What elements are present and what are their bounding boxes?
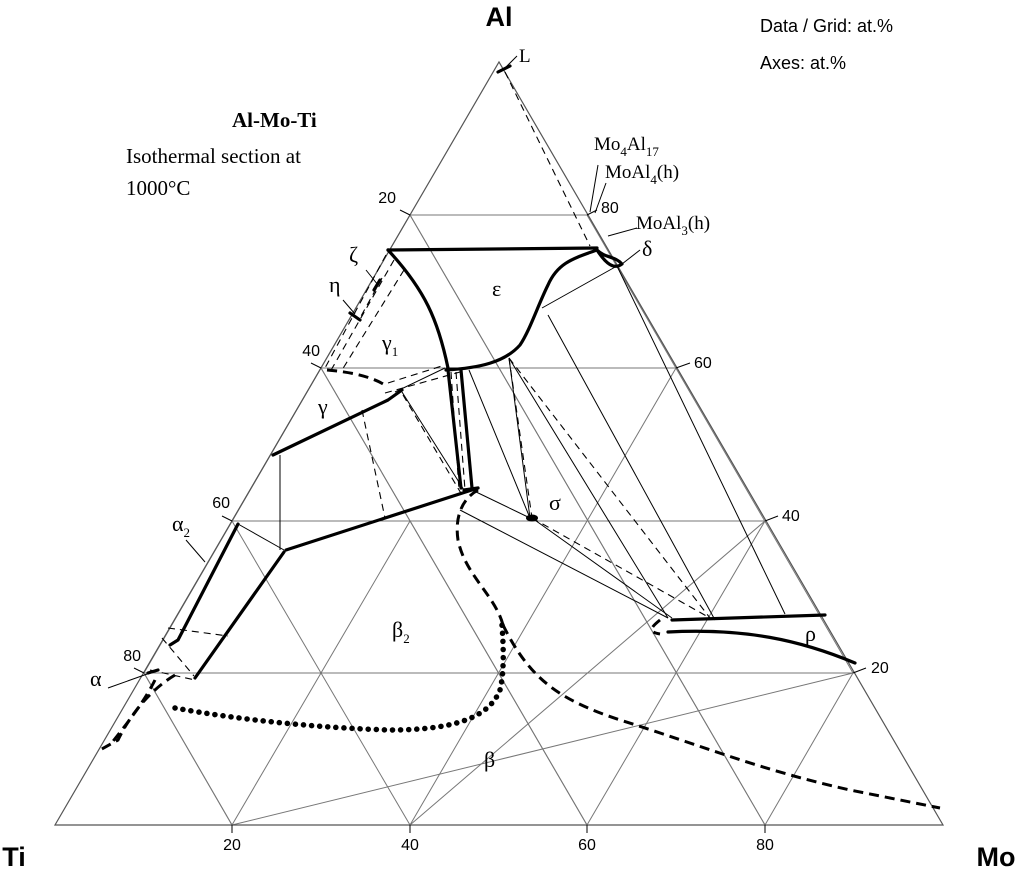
left-tick-label: 60 [212,495,230,512]
phase-label-gamma1: γ1 [381,330,398,359]
section-subtitle: Isothermal section at [126,144,301,168]
phase-label-sigma: σ [549,490,561,515]
phase-label-mo4al17: Mo4Al17 [594,134,659,159]
bottom-tick-label: 20 [223,837,241,854]
phase-boundaries [146,64,857,680]
metastable-boundaries [99,368,941,810]
phase-label-gamma: γ [317,394,328,419]
tie-lines [237,265,786,621]
bottom-tick-label: 80 [756,837,774,854]
left-tick-label: 40 [302,343,320,360]
phase-label-beta2: β2 [392,617,410,646]
tick-marks [133,209,867,833]
axes-units: Axes: at.% [760,53,846,73]
beta-dotted-boundary [172,622,506,733]
temperature-label: 1000°C [126,176,190,200]
phase-label-rho: ρ [805,621,816,646]
phase-label-eta: η [329,272,341,297]
phase-label-moal4: MoAl4(h) [605,162,679,187]
system-title: Al-Mo-Ti [232,108,317,132]
vertex-mo-label: Mo [977,842,1016,871]
vertex-al-label: Al [486,2,513,32]
phase-label-epsilon: ε [492,276,501,301]
phase-label-alpha2: α2 [172,511,190,540]
phase-label-liquid: L [519,46,531,67]
triangle-frame [53,60,945,826]
vertex-ti-label: Ti [2,842,26,871]
left-tick-label: 20 [378,190,396,207]
phase-label-alpha: α [90,666,102,691]
bottom-tick-label: 40 [401,837,419,854]
right-tick-label: 60 [694,355,712,372]
phase-label-delta: δ [642,236,652,261]
bottom-tick-label: 60 [578,837,596,854]
label-leaders [107,55,641,689]
right-tick-label: 20 [871,660,889,677]
phase-label-zeta: ζ [349,242,358,267]
right-tick-label: 40 [782,508,800,525]
sigma-phase-point [526,514,538,522]
left-tick-label: 80 [123,648,141,665]
dashed-tie-lines [149,71,711,681]
phase-label-beta: β [484,747,495,772]
phase-label-moal3: MoAl3(h) [636,213,710,238]
right-tick-label: 80 [601,200,619,217]
composition-grid [143,214,854,826]
data-grid-units: Data / Grid: at.% [760,16,893,36]
